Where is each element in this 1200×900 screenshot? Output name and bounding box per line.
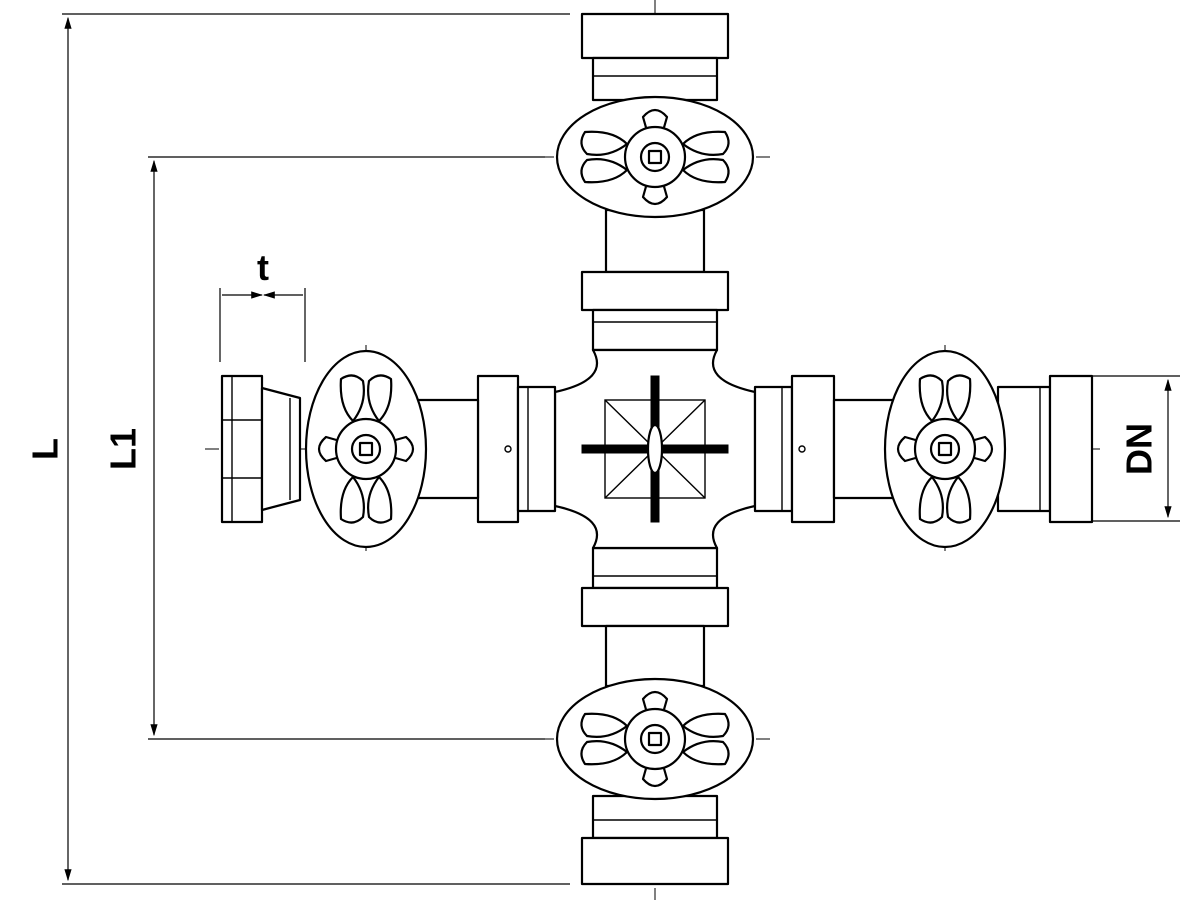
label-L: L: [25, 438, 66, 460]
dimension-L1: [148, 156, 545, 740]
right-valve: [883, 349, 1007, 549]
label-t: t: [257, 247, 269, 288]
dimension-DN: [1093, 375, 1180, 522]
dimension-t: [219, 288, 306, 362]
left-branch: [220, 374, 557, 524]
top-valve: [555, 95, 755, 219]
cross-body: [553, 348, 757, 550]
right-branch: [753, 374, 1094, 524]
bottom-valve: [555, 677, 755, 801]
dimension-L: [62, 13, 570, 885]
label-L1: L1: [103, 428, 144, 470]
left-valve: [304, 349, 428, 549]
label-DN: DN: [1119, 423, 1160, 475]
top-branch: [580, 12, 730, 352]
bottom-branch: [580, 546, 730, 886]
